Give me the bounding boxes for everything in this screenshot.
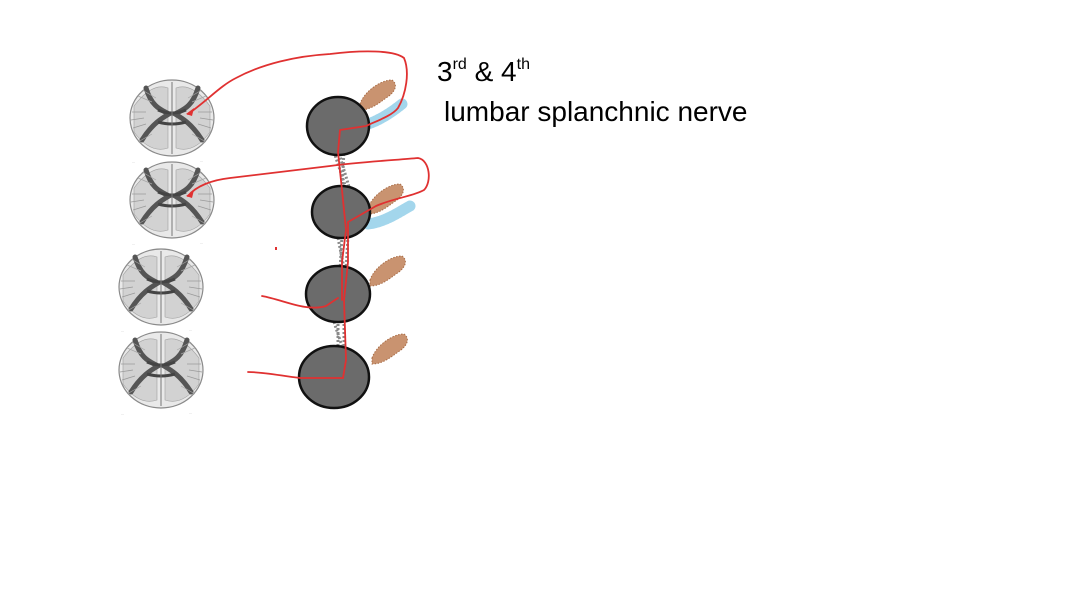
title-annotation: 3rd & 4th lumbar splanchnic nerve (437, 52, 748, 132)
spinal-cord-section-3 (119, 249, 203, 333)
spinal-cord-section-1 (130, 80, 214, 164)
arrowhead-icon (186, 108, 194, 116)
spinal-cord-section-4 (119, 332, 203, 416)
nerve-path-lower-2 (247, 371, 344, 379)
ganglion-2 (310, 184, 372, 240)
level-4-suffix: th (516, 56, 530, 73)
nerve-path-middle (187, 157, 430, 379)
nerve-path-lower-1 (261, 295, 339, 309)
splanchnic-nerve-stub-4 (371, 333, 408, 365)
red-mark (275, 247, 277, 250)
ganglion-3 (304, 264, 372, 324)
spinal-cord-section-2 (130, 162, 214, 246)
arrowhead-icon (186, 190, 194, 198)
vertebral-levels-label: 3rd & 4th (437, 52, 748, 92)
ampersand: & (466, 56, 502, 87)
ganglion-4 (297, 344, 371, 410)
splanchnic-nerve-stub-3 (369, 255, 406, 287)
level-4-number: 4 (501, 56, 517, 87)
nerve-path-upper (187, 50, 408, 301)
level-3-number: 3 (437, 56, 453, 87)
level-3-suffix: rd (452, 56, 467, 73)
nerve-name-label: lumbar splanchnic nerve (444, 96, 748, 127)
splanchnic-nerve-stub-1 (359, 79, 396, 111)
